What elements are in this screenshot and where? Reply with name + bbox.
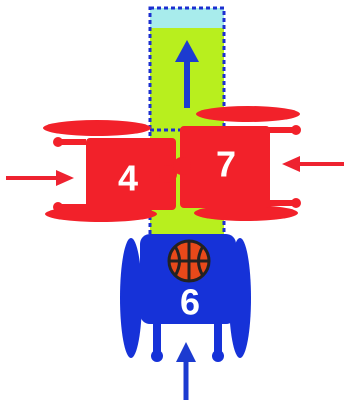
- arrow-right-player-icon: [282, 156, 344, 172]
- player-7-number: 7: [216, 144, 236, 185]
- player-6-number: 6: [180, 282, 200, 323]
- basketball-icon: [167, 239, 211, 283]
- lane-top-band: [150, 8, 224, 28]
- arrow-left-player-icon: [6, 170, 74, 186]
- player-4-number: 4: [118, 158, 138, 199]
- player-7-wheelchair-icon: [173, 106, 301, 221]
- arrow-bottom-player-icon: [176, 342, 196, 400]
- player-4-wheelchair-icon: [43, 120, 177, 222]
- cut-arrow-icon: [175, 40, 199, 108]
